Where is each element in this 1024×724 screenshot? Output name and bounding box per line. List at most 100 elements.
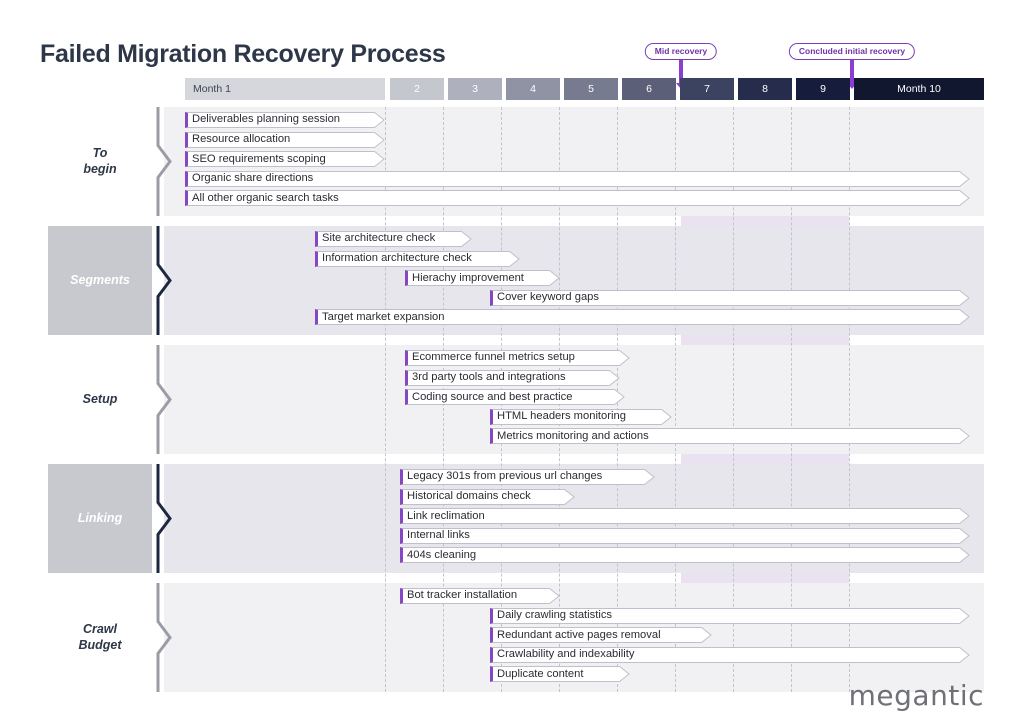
task-bar-arrow-icon [959,508,970,525]
task-bar-arrow-icon [959,428,970,445]
task-bar-label: Coding source and best practice [412,390,573,403]
task-bar-label: All other organic search tasks [192,191,339,204]
task-bar-label: Duplicate content [497,667,584,680]
timeline-month-header-1[interactable]: Month 1 [185,78,385,100]
task-bar[interactable]: Organic share directions [185,170,970,187]
month-label: 7 [704,83,710,95]
month-label: 5 [588,83,594,95]
task-bar-body: Information architecture check [315,250,510,267]
task-bar-body: SEO requirements scoping [185,151,375,168]
task-bar-arrow-icon [609,369,620,386]
task-bar[interactable]: SEO requirements scoping [185,151,385,168]
task-bar-body: HTML headers monitoring [490,408,662,425]
task-bar-arrow-icon [374,131,385,148]
task-bar-arrow-icon [959,607,970,624]
timeline-month-header-6[interactable]: 6 [622,78,676,100]
task-bar[interactable]: All other organic search tasks [185,190,970,207]
task-bar-body: Link reclimation [400,508,960,525]
task-bar-body: Internal links [400,527,960,544]
timeline-month-header-5[interactable]: 5 [564,78,618,100]
task-bar-body: Duplicate content [490,666,620,683]
task-bar[interactable]: Duplicate content [490,666,630,683]
task-bar[interactable]: Ecommerce funnel metrics setup [405,350,630,366]
section-label-segments[interactable]: Segments [48,226,152,335]
task-bar-body: Historical domains check [400,488,565,505]
task-bar[interactable]: Information architecture check [315,250,520,267]
task-bar[interactable]: Resource allocation [185,131,385,148]
section-label-text: Setup [82,391,118,406]
task-bar[interactable]: Daily crawling statistics [490,607,970,624]
task-bar-body: All other organic search tasks [185,190,960,207]
timeline-month-header-4[interactable]: 4 [506,78,560,100]
task-bar[interactable]: 404s cleaning [400,547,970,564]
task-bar[interactable]: Redundant active pages removal [490,627,712,644]
task-bar[interactable]: Internal links [400,527,970,544]
task-bar-arrow-icon [549,270,560,287]
task-bar-label: Site architecture check [322,232,436,245]
task-bar-label: Historical domains check [407,489,531,502]
timeline-month-header-2[interactable]: 2 [390,78,444,100]
task-bar-label: Internal links [407,529,470,542]
section-bracket-crawl-budget [156,583,172,692]
task-bar-label: Link reclimation [407,509,485,522]
task-bar-arrow-icon [959,170,970,187]
task-bar[interactable]: Legacy 301s from previous url changes [400,469,655,485]
task-bar[interactable]: Deliverables planning session [185,112,385,128]
task-bar-arrow-icon [959,309,970,326]
section-label-linking[interactable]: Linking [48,464,152,573]
task-bar[interactable]: Link reclimation [400,508,970,525]
gridline-9 [849,107,850,692]
task-bar-label: Metrics monitoring and actions [497,429,649,442]
task-bar-arrow-icon [959,527,970,544]
timeline-month-header-3[interactable]: 3 [448,78,502,100]
task-bar[interactable]: Metrics monitoring and actions [490,428,970,445]
task-bar-body: Site architecture check [315,231,462,247]
task-bar-body: Ecommerce funnel metrics setup [405,350,620,366]
task-bar[interactable]: HTML headers monitoring [490,408,672,425]
task-bar-body: Resource allocation [185,131,375,148]
task-bar-arrow-icon [374,151,385,168]
task-bar[interactable]: Target market expansion [315,309,970,326]
section-label-setup[interactable]: Setup [48,345,152,454]
task-bar[interactable]: Crawlability and indexability [490,646,970,663]
task-bar-label: Daily crawling statistics [497,608,613,621]
task-bar-label: 404s cleaning [407,548,477,561]
task-bar-arrow-icon [959,190,970,207]
timeline-month-header-10[interactable]: Month 10 [854,78,984,100]
task-bar[interactable]: 3rd party tools and integrations [405,369,620,386]
task-bar[interactable]: Site architecture check [315,231,472,247]
task-bar-arrow-icon [461,231,472,247]
task-bar-arrow-icon [619,350,630,366]
milestone-pill-concluded-initial-recovery[interactable]: Concluded initial recovery [788,43,916,60]
month-label: 8 [762,83,768,95]
page-title: Failed Migration Recovery Process [40,40,446,68]
task-bar-arrow-icon [374,112,385,128]
gridline-1 [385,107,386,692]
task-bar[interactable]: Bot tracker installation [400,588,560,604]
timeline-month-header-7[interactable]: 7 [680,78,734,100]
task-bar[interactable]: Cover keyword gaps [490,289,970,306]
task-bar-label: Organic share directions [192,172,314,185]
task-bar-label: Cover keyword gaps [497,291,599,304]
month-label: Month 1 [193,83,231,95]
task-bar-label: 3rd party tools and integrations [412,370,566,383]
task-bar[interactable]: Historical domains check [400,488,575,505]
milestone-arrow-icon-mid-recovery [679,60,683,84]
task-bar[interactable]: Coding source and best practice [405,389,625,406]
task-bar-body: Metrics monitoring and actions [490,428,960,445]
task-bar-label: Ecommerce funnel metrics setup [412,351,575,364]
section-bracket-linking [156,464,172,573]
month-label: 3 [472,83,478,95]
timeline-month-header-8[interactable]: 8 [738,78,792,100]
milestone-pill-mid-recovery[interactable]: Mid recovery [644,43,718,60]
task-bar-label: Resource allocation [192,132,291,145]
task-bar-arrow-icon [619,666,630,683]
task-bar-arrow-icon [959,547,970,564]
task-bar[interactable]: Hierachy improvement [405,270,560,287]
timeline-month-header-9[interactable]: 9 [796,78,850,100]
month-label: 4 [530,83,536,95]
